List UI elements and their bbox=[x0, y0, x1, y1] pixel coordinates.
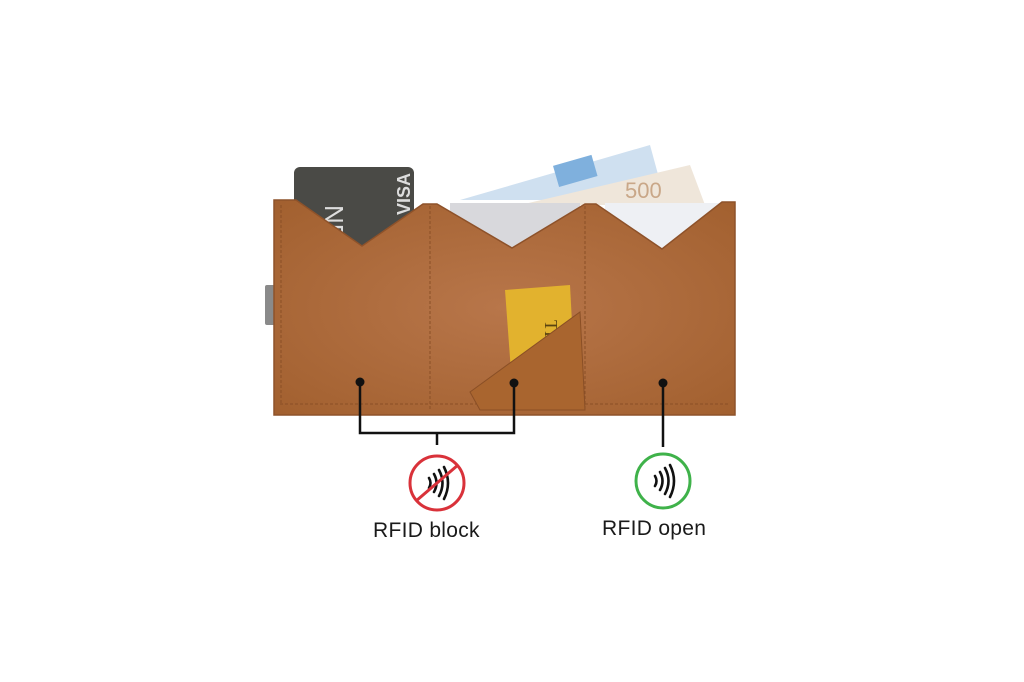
pocket-dot bbox=[509, 378, 519, 388]
connector-lines bbox=[358, 382, 665, 447]
card-brand: VISA bbox=[394, 173, 414, 215]
rfid-block-label: RFID block bbox=[373, 519, 480, 542]
wallet: TICK bbox=[265, 199, 736, 416]
banknote-value: 500 bbox=[625, 178, 662, 203]
banknotes: 500 bbox=[460, 145, 705, 205]
rfid-block-icon bbox=[408, 454, 466, 512]
pocket-dot bbox=[355, 377, 365, 387]
rfid-open-label: RFID open bbox=[602, 517, 707, 540]
rfid-open-icon bbox=[634, 452, 692, 510]
pocket-dot bbox=[658, 378, 668, 388]
slanted-pocket bbox=[469, 311, 586, 411]
